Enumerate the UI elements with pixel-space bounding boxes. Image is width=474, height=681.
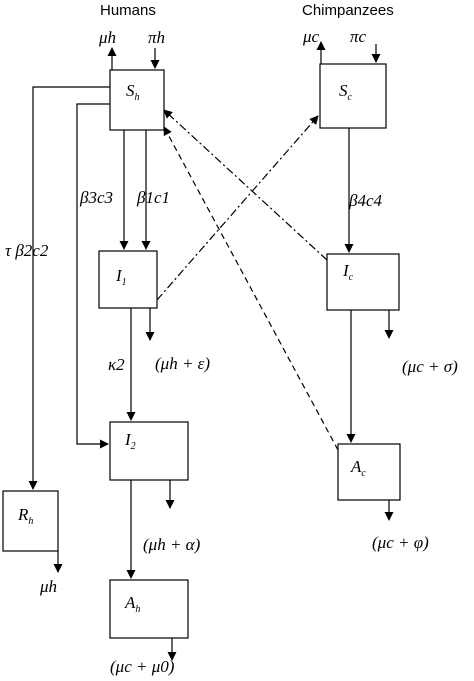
node-S_c: Sc <box>319 63 387 129</box>
node-A_h: Ah <box>109 579 189 639</box>
rate-mu-h-top: μh <box>98 28 116 47</box>
rate-beta4c4: β4c4 <box>348 191 383 210</box>
rate-tau-beta2c2: τ β2c2 <box>5 241 49 260</box>
svg-text:I2: I2 <box>124 430 136 452</box>
edge-ac-to-sh <box>163 126 339 451</box>
rate-ah-outflow: (μc + μ0) <box>110 657 175 676</box>
edge-ic-to-sh <box>163 109 328 261</box>
svg-text:Sc: Sc <box>339 81 353 103</box>
svg-text:Rh: Rh <box>17 505 33 527</box>
svg-text:I1: I1 <box>115 266 127 288</box>
svg-text:Ac: Ac <box>350 457 366 479</box>
humans-header: Humans <box>100 2 156 19</box>
edge-i1-to-sc <box>156 115 319 301</box>
svg-text:Ah: Ah <box>124 593 140 615</box>
rate-pi-h: πh <box>148 28 165 47</box>
edge-sh-to-i2 <box>76 103 110 449</box>
svg-text:Sh: Sh <box>126 81 140 103</box>
node-R_h: Rh <box>2 490 59 552</box>
chimpanzees-header: Chimpanzees <box>302 2 394 19</box>
edge-sh-to-rh <box>28 86 110 490</box>
node-S_h: Sh <box>109 69 165 131</box>
node-I_c: Ic <box>326 253 400 311</box>
rate-ac-outflow: (μc + φ) <box>372 533 429 552</box>
node-I_2: I2 <box>109 421 189 481</box>
rate-beta3c3: β3c3 <box>79 188 113 207</box>
node-A_c: Ac <box>337 443 401 501</box>
rate-beta1c1: β1c1 <box>136 188 170 207</box>
rate-ic-outflow: (μc + σ) <box>402 357 458 376</box>
rate-i1-outflow: (μh + ε) <box>155 354 210 373</box>
rate-kappa2: κ2 <box>108 355 125 374</box>
rate-i2-outflow: (μh + α) <box>143 535 201 554</box>
rate-mu-c-top: μc <box>302 27 320 46</box>
svg-text:Ic: Ic <box>342 261 354 283</box>
rate-rh-outflow: μh <box>39 577 57 596</box>
node-I_1: I1 <box>98 250 158 309</box>
rate-pi-c: πc <box>350 27 367 46</box>
